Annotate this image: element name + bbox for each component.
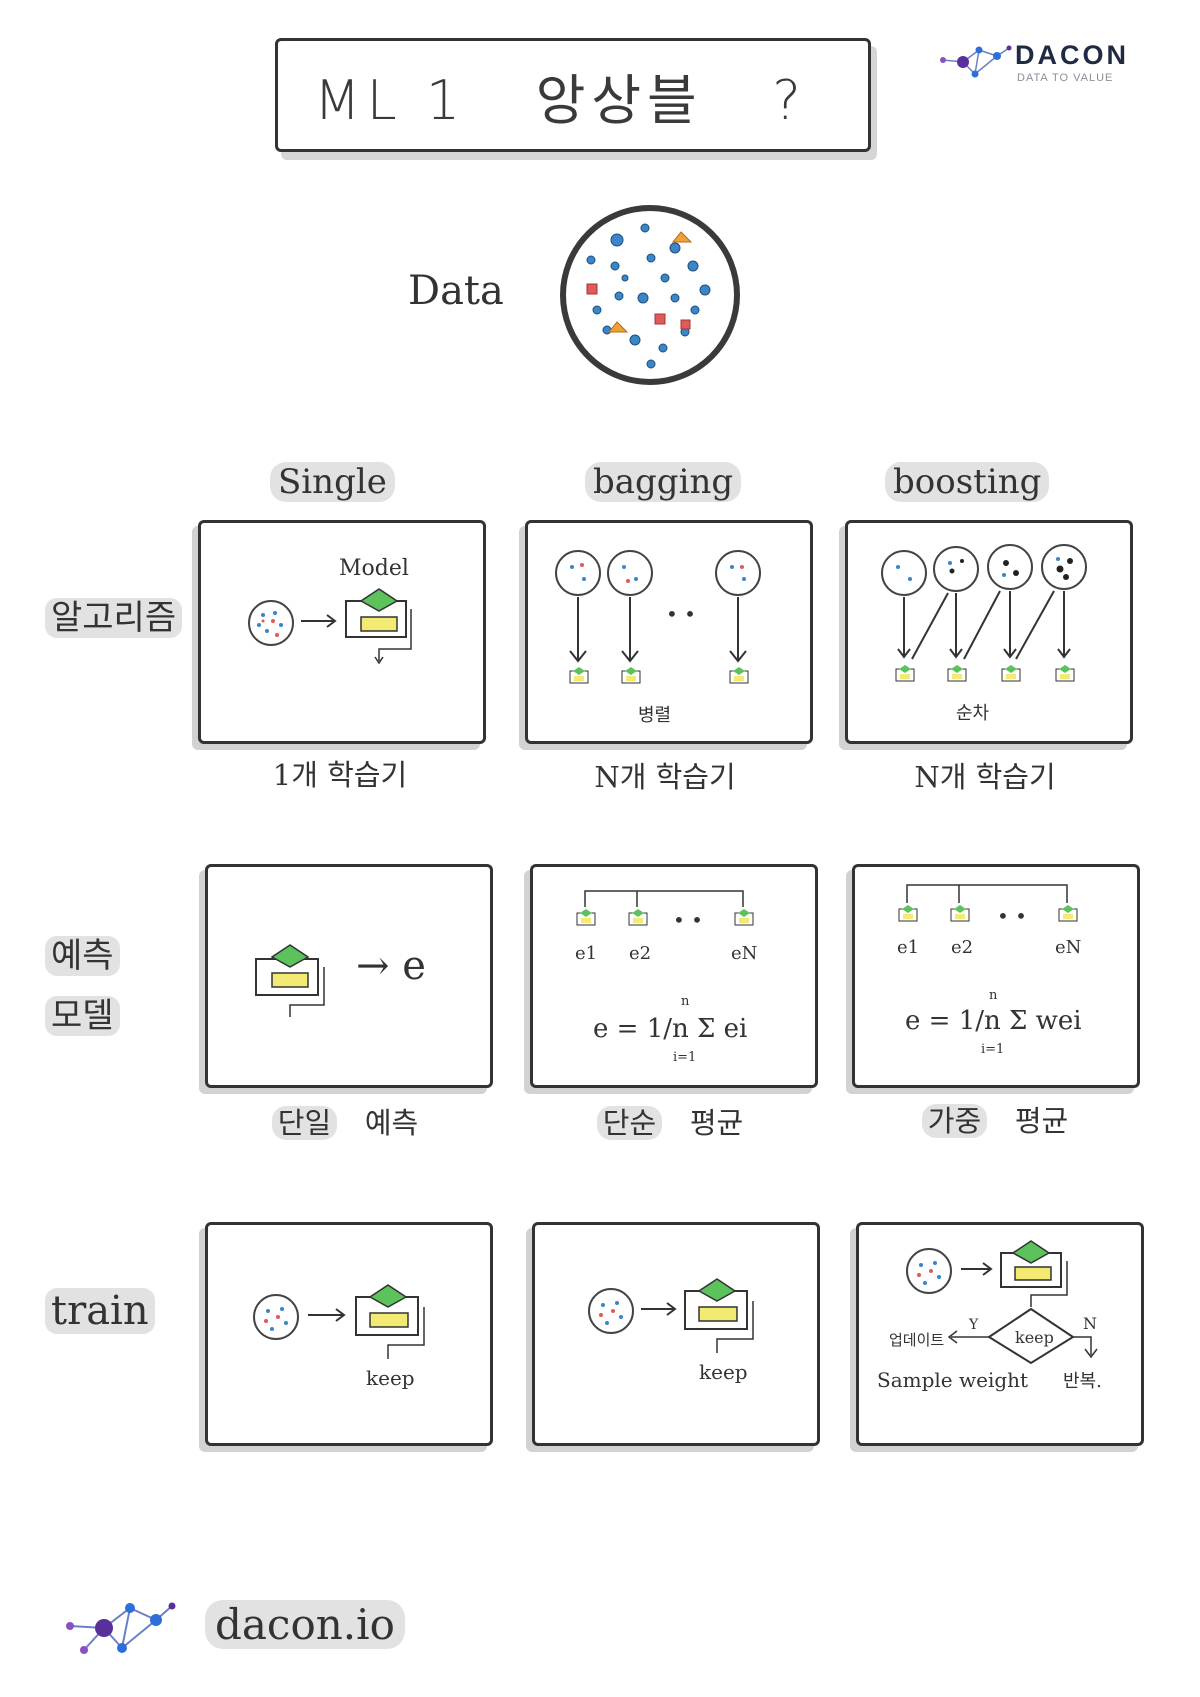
svg-text:• •: • •	[673, 908, 703, 932]
svg-text:Y: Y	[968, 1317, 979, 1333]
column-header-single: Single	[270, 462, 395, 502]
caption-simple-average: 단순 평균	[525, 1100, 815, 1142]
simple-average-formula: e = 1/n Σ ei	[593, 1014, 747, 1044]
caption-bagging-learners: N개 학습기	[594, 760, 736, 794]
caption-boosting-learners: N개 학습기	[914, 760, 1056, 794]
ellipsis: • •	[666, 602, 696, 626]
train-panel-single: keep	[205, 1222, 493, 1446]
svg-text:eN: eN	[1055, 937, 1081, 958]
output-e1: e1	[575, 943, 597, 964]
svg-text:keep: keep	[699, 1360, 748, 1384]
svg-text:e2: e2	[951, 937, 973, 958]
parallel-note: 병렬	[638, 705, 671, 726]
dacon-logo-icon	[940, 45, 1012, 78]
train-panel-boosting: keep Y N 업데이트 Sample weight 반복.	[856, 1222, 1144, 1446]
decision-keep: keep	[1015, 1328, 1054, 1347]
svg-text:i=1: i=1	[981, 1042, 1004, 1057]
caption-weighted-average: 가중 평균	[850, 1098, 1140, 1140]
row-header-prediction-1: 예측	[45, 928, 120, 977]
model-flowchart-icon	[345, 588, 412, 665]
output-e2: e2	[629, 943, 651, 964]
logo-tagline: DATA TO VALUE	[1017, 72, 1114, 84]
prediction-panel-boosting: • • e1 e2 eN e = 1/n Σ wei n i=1	[852, 864, 1140, 1088]
footer-site[interactable]: dacon.io	[205, 1600, 405, 1649]
algorithm-panel-bagging: • • 병렬	[525, 520, 813, 744]
column-header-boosting: boosting	[885, 462, 1050, 502]
row-header-algorithm: 알고리즘	[45, 590, 183, 639]
svg-text:n: n	[989, 988, 998, 1003]
sample-circle-icon	[248, 600, 294, 646]
repeat-label: 반복.	[1063, 1371, 1102, 1392]
svg-text:n: n	[681, 994, 690, 1009]
prediction-panel-bagging: • • e1 e2 eN e = 1/n Σ ei n i=1	[530, 864, 818, 1088]
prediction-panel-single: → e	[205, 864, 493, 1088]
row-header-train: train	[45, 1288, 155, 1334]
algorithm-panel-single: Model	[198, 520, 486, 744]
model-label: Model	[339, 556, 409, 581]
svg-text:i=1: i=1	[673, 1050, 696, 1065]
algorithm-panel-boosting: 순차	[845, 520, 1133, 744]
page-title: ML 1 앙상블 ?	[314, 68, 807, 132]
data-label: Data	[408, 268, 504, 314]
sequential-note: 순차	[956, 703, 990, 724]
data-circle-icon	[560, 205, 740, 385]
output-eN: eN	[731, 943, 757, 964]
svg-text:N: N	[1083, 1314, 1097, 1333]
row-header-prediction-2: 모델	[45, 988, 120, 1037]
caption-single-prediction: 단일 예측	[200, 1100, 490, 1142]
single-output: → e	[356, 943, 426, 989]
column-header-bagging: bagging	[585, 462, 742, 502]
train-panel-bagging: keep	[532, 1222, 820, 1446]
dacon-footer-logo-icon	[66, 1602, 176, 1654]
keep-label: keep	[366, 1366, 415, 1390]
sample-weight-label: Sample weight	[877, 1368, 1028, 1392]
weighted-average-formula: e = 1/n Σ wei	[905, 1006, 1082, 1036]
update-label: 업데이트	[889, 1331, 944, 1349]
svg-text:e1: e1	[897, 937, 919, 958]
decision-diamond	[987, 1307, 1075, 1365]
caption-single-learner: 1개 학습기	[272, 758, 408, 792]
logo-name: DACON	[1015, 40, 1129, 70]
bootstrap-samples	[555, 550, 761, 596]
learner-icons	[569, 667, 749, 684]
title-box: ML 1 앙상블 ?	[275, 38, 871, 152]
svg-text:• •: • •	[997, 904, 1027, 928]
